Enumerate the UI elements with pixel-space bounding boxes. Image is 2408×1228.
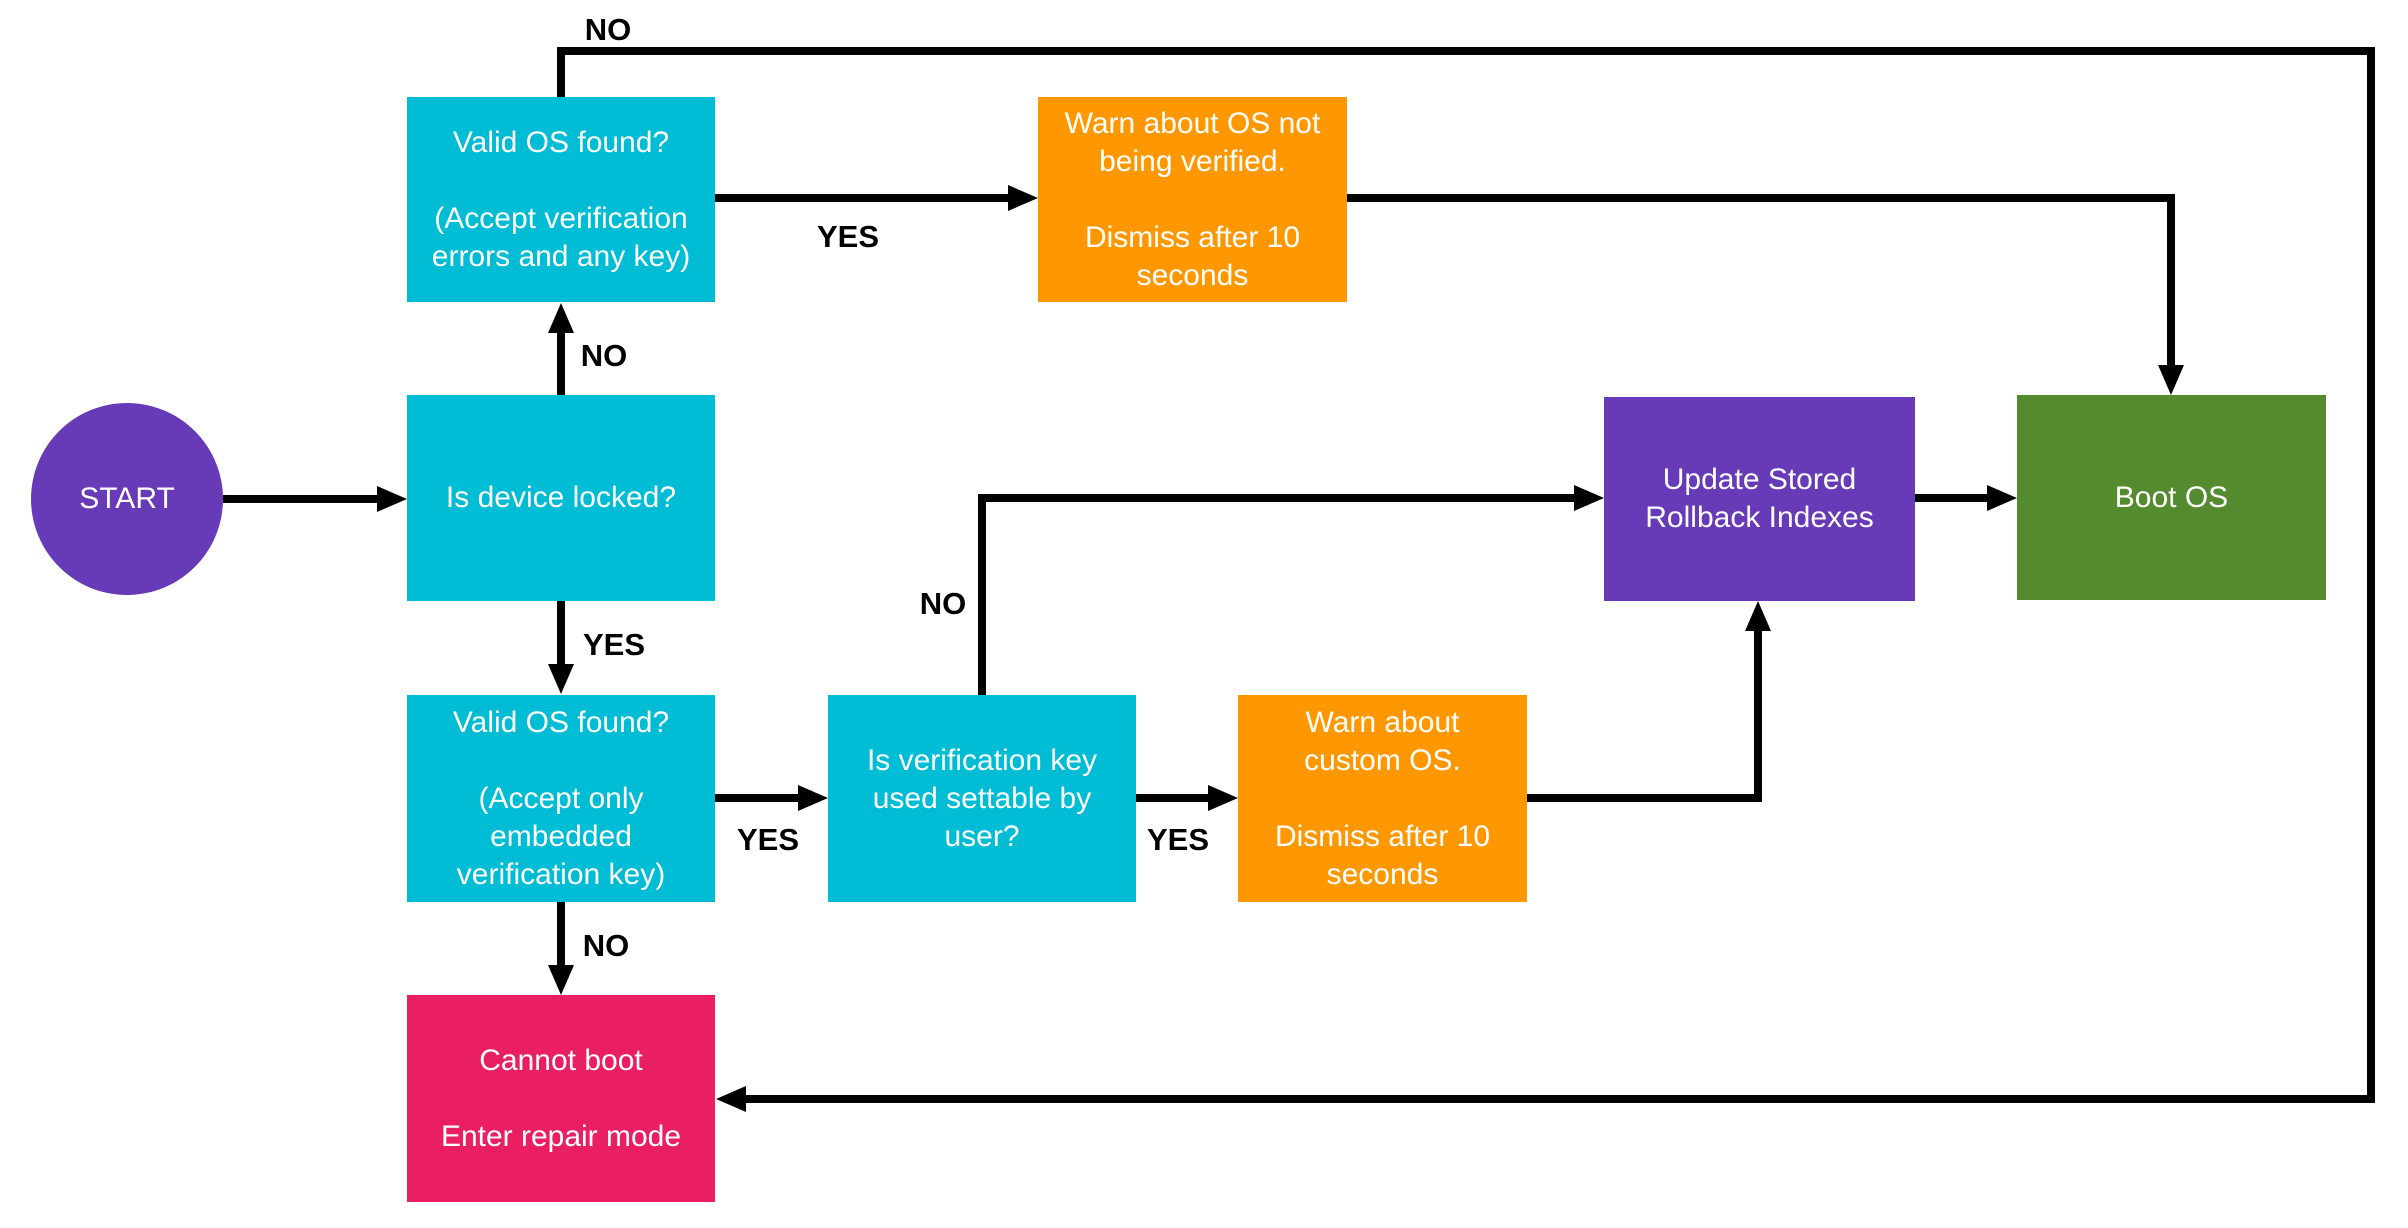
node-text-line: Enter repair mode [440, 1119, 682, 1153]
edge-label-yes-locked-down: YES [582, 627, 646, 662]
arrowhead-settable-no [1574, 485, 1604, 511]
node-text-line: Cannot boot [479, 1043, 643, 1077]
node-text-line: Warn about OS not [1064, 106, 1321, 140]
node-text-line: Is verification key [866, 743, 1098, 777]
arrowhead-warn1-to-boot [2158, 365, 2184, 395]
node-text-line: being verified. [1099, 144, 1286, 178]
arrow-no-loop-to-cannot-boot [557, 47, 2375, 1103]
node-text-line: Rollback Indexes [1645, 501, 1874, 534]
node-text-line: embedded [490, 819, 632, 853]
node-text-line: custom OS. [1304, 743, 1461, 777]
arrowhead-warn2-to-rollback [1745, 601, 1771, 631]
node-text-line: user? [944, 819, 1020, 853]
node-text-line: errors and any key) [431, 239, 691, 273]
edge-label-no-top-loop: NO [584, 12, 632, 47]
node-valid-os-any-key: Valid OS found? (Accept verification err… [407, 97, 715, 302]
arrow-warn1-to-boot [1347, 194, 2175, 367]
edge-label-yes-embedded: YES [736, 822, 800, 857]
edge-label-no-locked-up: NO [580, 338, 628, 373]
node-text-line: Valid OS found? [452, 705, 670, 739]
node-text-line: seconds [1326, 857, 1439, 891]
node-text-line: (Accept only [478, 781, 644, 815]
arrowhead-embedded-yes [798, 785, 828, 811]
arrowhead-rollback-to-boot [1987, 485, 2017, 511]
node-start-label: START [79, 482, 175, 515]
node-is-device-locked: Is device locked? [407, 395, 715, 601]
edge-label-no-key-settable: NO [919, 586, 967, 621]
arrowhead-anykey-yes [1008, 185, 1038, 211]
arrow-settable-no [978, 494, 1576, 695]
node-text-line: Warn about [1305, 705, 1460, 739]
node-text-line: Boot OS [2114, 480, 2229, 514]
edge-label-yes-key-settable: YES [1146, 822, 1210, 857]
node-text-line: Update Stored [1662, 463, 1857, 496]
arrowhead-start-to-locked [377, 486, 407, 512]
node-text-line: seconds [1136, 258, 1249, 292]
edge-label-no-embedded-down: NO [582, 928, 630, 963]
arrowhead-locked-no-up [548, 303, 574, 333]
arrowhead-settable-yes [1208, 785, 1238, 811]
arrowhead-embedded-no-down [548, 965, 574, 995]
arrow-warn2-to-rollback [1527, 629, 1762, 802]
arrowhead-locked-yes-down [548, 664, 574, 694]
node-text-line: Valid OS found? [452, 125, 670, 159]
node-start: START [31, 403, 223, 595]
node-warn-os-not-verified: Warn about OS not being verified. Dismis… [1038, 97, 1347, 302]
node-boot-os: Boot OS [2017, 395, 2326, 600]
node-cannot-boot: Cannot boot Enter repair mode [407, 995, 715, 1202]
node-text-line: Dismiss after 10 [1084, 220, 1301, 254]
arrowhead-no-loop-to-cannot-boot [716, 1086, 746, 1112]
node-text-line: (Accept verification [434, 201, 688, 235]
node-warn-custom-os: Warn about custom OS. Dismiss after 10 s… [1238, 695, 1527, 902]
node-update-rollback-indexes: Update Stored Rollback Indexes [1604, 397, 1915, 601]
edge-label-yes-any-key: YES [816, 219, 880, 254]
node-text-line: verification key) [456, 857, 666, 891]
node-valid-os-embedded-key: Valid OS found? (Accept only embedded ve… [407, 695, 715, 902]
node-text-line: used settable by [872, 781, 1092, 815]
node-key-settable-by-user: Is verification key used settable by use… [828, 695, 1136, 902]
node-text-line: Dismiss after 10 [1274, 819, 1491, 853]
node-text-line: Is device locked? [445, 481, 677, 514]
